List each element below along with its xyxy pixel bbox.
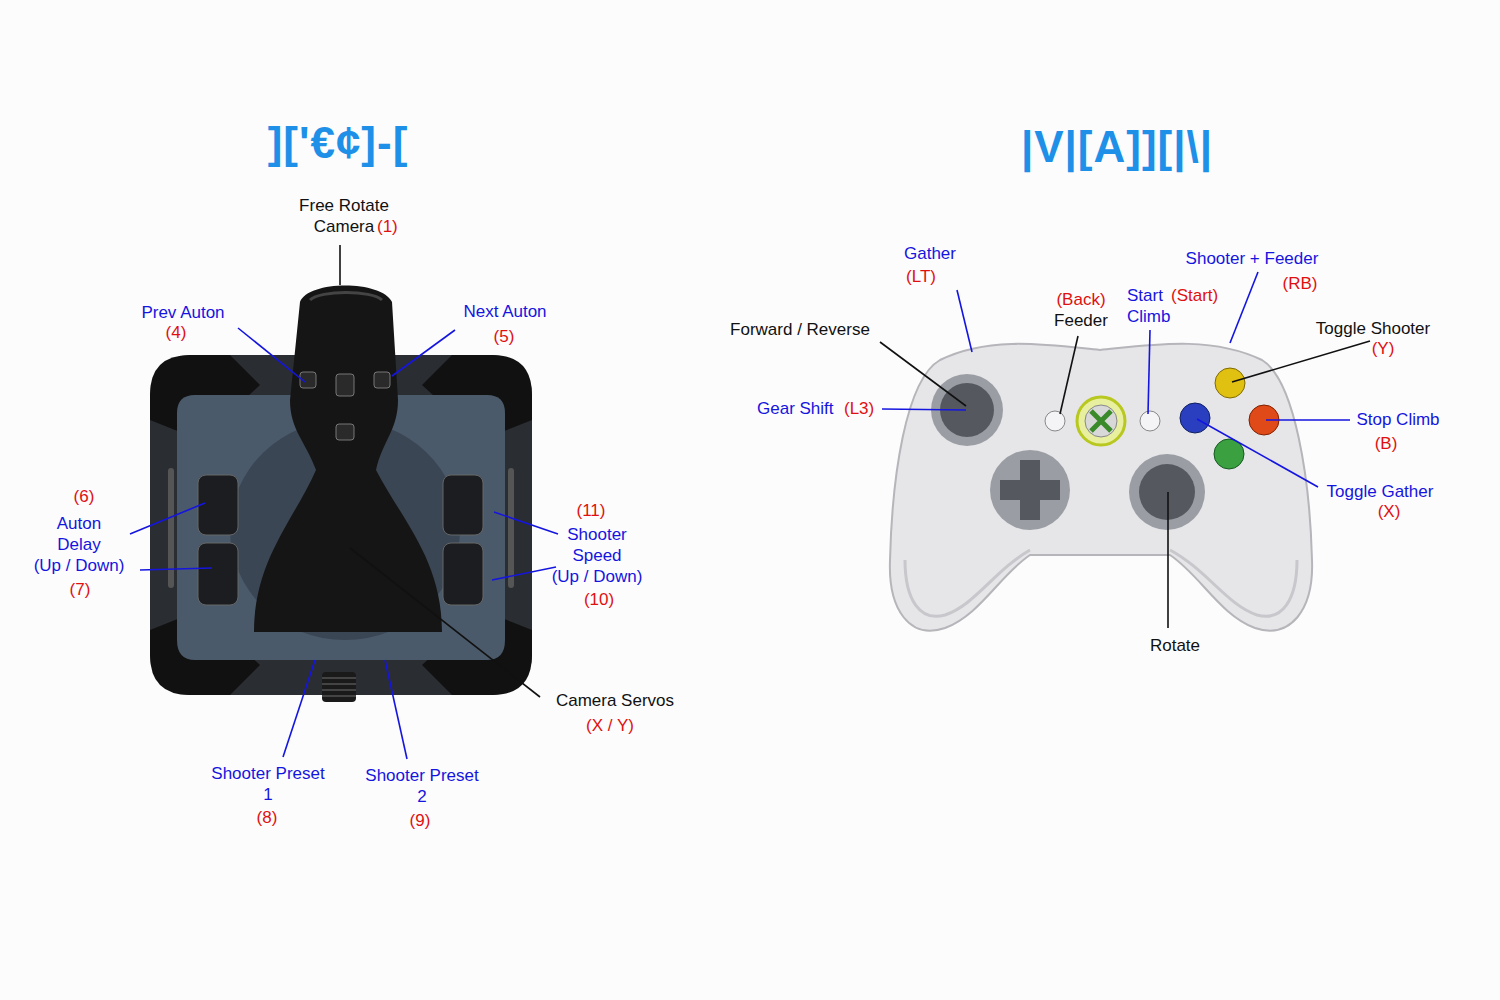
callout-number: (9) <box>410 810 431 831</box>
callout-label: Next Auton <box>463 301 546 322</box>
callout-label: Toggle Shooter <box>1316 318 1430 339</box>
callout-label: Stop Climb <box>1356 409 1439 430</box>
body-shading <box>1170 550 1297 616</box>
callout-number: (5) <box>494 326 515 347</box>
leader-line <box>385 660 407 759</box>
callout-number: (11) <box>577 500 606 521</box>
leader-line <box>1230 272 1258 343</box>
callout-label: StartClimb <box>1127 285 1170 327</box>
callout-number: (X) <box>1378 501 1401 522</box>
handle-highlight <box>310 293 382 301</box>
guide-mark <box>1091 411 1111 431</box>
callout-number: (L3) <box>844 398 874 419</box>
gamepad-illustration <box>890 344 1312 631</box>
leader-line <box>283 660 315 757</box>
leader-line <box>392 330 455 376</box>
callout-label: Shooter Preset2 <box>365 765 478 807</box>
leader-line <box>1167 492 1169 628</box>
callout-label: Shooter + Feeder <box>1186 248 1319 269</box>
leader-line <box>130 503 205 534</box>
callout-label: Rotate <box>1150 635 1200 656</box>
x-button <box>1180 403 1210 433</box>
callout-label: Prev Auton <box>141 302 224 323</box>
callout-number: (Back) <box>1056 289 1105 310</box>
callout-number: (LT) <box>906 266 936 287</box>
callout-number: (8) <box>257 807 278 828</box>
callout-number: (Start) <box>1171 285 1218 306</box>
right-stick <box>1139 464 1195 520</box>
leader-line <box>1060 336 1078 414</box>
callout-number: (4) <box>166 322 187 343</box>
head-button <box>336 424 354 440</box>
leader-line <box>140 568 212 570</box>
base-button <box>443 543 483 605</box>
leader-line <box>1266 419 1350 421</box>
base-groove <box>168 468 174 588</box>
base-groove <box>508 468 514 588</box>
base-button <box>198 475 238 535</box>
callout-label: Free RotateCamera <box>299 195 389 237</box>
callout-label: Shooter Preset1 <box>211 763 324 805</box>
throttle-ridges <box>322 678 356 696</box>
base-button <box>443 475 483 535</box>
joystick-illustration <box>150 286 532 703</box>
panel-heading: |V|[A]][|\| <box>1021 122 1213 172</box>
callout-number: (Y) <box>1372 338 1395 359</box>
leader-line <box>339 245 341 285</box>
callout-label: Gear Shift <box>757 398 834 419</box>
leader-line <box>880 342 966 406</box>
callout-number: (6) <box>74 486 95 507</box>
callout-label: Camera Servos <box>556 690 674 711</box>
leader-line <box>1197 419 1318 487</box>
leader-line <box>238 328 305 382</box>
leader-line <box>1232 341 1370 382</box>
right-stick-ring <box>1129 454 1205 530</box>
gamepad-body <box>890 344 1312 631</box>
leader-lines <box>130 245 1370 759</box>
dpad-ring <box>990 450 1070 530</box>
guide-button <box>1085 405 1117 437</box>
panel-heading: ]['€¢]-[ <box>268 118 409 168</box>
callout-label: ShooterSpeed(Up / Down) <box>552 524 643 587</box>
base-button <box>198 543 238 605</box>
callout-label: Gather <box>904 243 956 264</box>
leader-line <box>1148 330 1150 414</box>
callout-label: Toggle Gather <box>1327 481 1434 502</box>
callout-label: AutonDelay(Up / Down) <box>34 513 125 576</box>
callout-number: (1) <box>377 216 398 237</box>
throttle-wheel <box>322 672 356 702</box>
dpad <box>1000 460 1060 520</box>
start-button <box>1140 411 1160 431</box>
callout-number: (X / Y) <box>586 715 634 736</box>
head-button <box>336 374 354 396</box>
body-shading <box>905 550 1030 616</box>
back-button <box>1045 411 1065 431</box>
leader-line <box>350 548 540 697</box>
joystick-handle <box>254 286 442 633</box>
leader-line <box>957 290 972 352</box>
callout-number: (RB) <box>1283 273 1318 294</box>
callout-number: (B) <box>1375 433 1398 454</box>
leader-line <box>882 409 966 410</box>
callout-number: (10) <box>584 589 614 610</box>
head-button <box>374 372 390 388</box>
leader-line <box>492 567 556 580</box>
guide-ring <box>1077 397 1125 445</box>
callout-label: Feeder <box>1054 310 1108 331</box>
y-button <box>1215 368 1245 398</box>
leader-line <box>494 512 558 534</box>
callout-number: (7) <box>70 579 91 600</box>
callout-label: Forward / Reverse <box>730 319 870 340</box>
